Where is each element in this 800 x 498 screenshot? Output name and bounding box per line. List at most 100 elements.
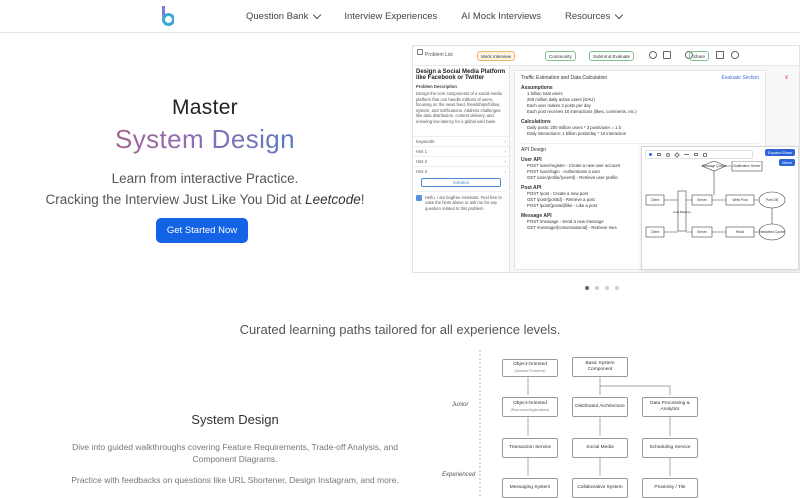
user-api-heading: User API — [521, 157, 542, 163]
clock-icon[interactable] — [649, 51, 657, 59]
select-tool-icon[interactable] — [649, 153, 652, 156]
nav-label: Resources — [564, 11, 611, 22]
share-button[interactable]: Share — [689, 51, 710, 61]
path-node-proximity[interactable]: Proximity / Tile — [642, 478, 698, 498]
node-label: Object-Oriented — [513, 401, 547, 406]
community-button[interactable]: Community — [545, 51, 576, 61]
list-item: GET /message/{conversationId} - Retrieve… — [527, 225, 617, 230]
node-sublabel: (Abstract Problems) — [514, 369, 546, 373]
circle-tool-icon[interactable] — [666, 152, 670, 157]
hero-sub2-suffix: ! — [360, 192, 365, 207]
nav-label: Interview Experiences — [344, 11, 438, 22]
row-label: Hint 1 — [416, 149, 427, 154]
doc-heading: Traffic Estimation and Data Calculation — [521, 75, 608, 81]
evaluate-section-link[interactable]: Evaluate Section — [721, 75, 759, 81]
path-node-oop-real-world[interactable]: Object-Oriented(Real-world Applications) — [502, 397, 558, 417]
list-item: GET /user/profile/{userId} - Retrieve us… — [527, 175, 618, 180]
list-item: Each post receives 10 interactions (like… — [527, 109, 637, 114]
hero-subtitle: Learn from interactive Practice. — [111, 171, 299, 186]
list-item: Each user makes 3 posts per day — [527, 103, 591, 108]
node-label: Load Balancer — [673, 210, 691, 214]
node-label: Server — [697, 230, 708, 234]
node-label: Server — [697, 198, 708, 202]
list-item: GET /post/{postId} - Retrieve a post — [527, 197, 595, 202]
close-icon[interactable]: x — [785, 75, 788, 81]
hint-1-row[interactable]: Hint 1 › — [413, 146, 509, 156]
carousel-dot[interactable] — [595, 286, 599, 290]
chevron-right-icon: › — [504, 159, 506, 164]
list-item: POST /post/{postId}/like - Like a post — [527, 203, 598, 208]
get-started-button[interactable]: Get Started Now — [156, 218, 248, 243]
hero-text: Master System Design Learn from interact… — [40, 96, 370, 207]
message-api-heading: Message API — [521, 213, 552, 219]
path-node-distributed[interactable]: Distributed Architecture — [572, 397, 628, 417]
avatar[interactable] — [731, 51, 739, 59]
learning-path-tree: Junior Experienced Object-Oriented(Abstr… — [440, 350, 800, 498]
bugfree-logo-icon[interactable] — [162, 6, 174, 26]
node-label: Write Post — [732, 198, 747, 202]
solution-button[interactable]: Solution — [421, 178, 501, 187]
line-tool-icon[interactable] — [684, 154, 689, 155]
menu-icon — [417, 49, 423, 55]
calculations-heading: Calculations — [521, 119, 551, 125]
problem-list-label: Problem List — [425, 52, 453, 58]
move-button[interactable]: Move — [779, 159, 795, 166]
list-item: POST /message - Send a new message — [527, 219, 604, 224]
hint-3-row[interactable]: Hint 3› — [413, 166, 509, 176]
submit-evaluate-button[interactable]: Submit & Evaluate — [589, 51, 635, 61]
rectangle-tool-icon[interactable] — [657, 153, 661, 156]
problem-panel: Design a Social Media Platform like Face… — [413, 66, 510, 272]
path-node-social-media[interactable]: Social Media — [572, 438, 628, 458]
row-label: Keywords — [416, 139, 435, 144]
product-preview: Problem List Mock Interview Community Su… — [412, 45, 800, 273]
node-label: Object-Oriented — [513, 362, 547, 367]
nav-label: Question Bank — [246, 11, 309, 22]
diamond-tool-icon[interactable] — [674, 151, 680, 158]
nav-label: AI Mock Interviews — [461, 11, 541, 22]
nav-resources[interactable]: Resources — [564, 10, 624, 22]
chevron-down-icon — [313, 10, 322, 20]
system-design-section: System Design Dive into guided walkthrou… — [70, 412, 400, 485]
nav-question-bank[interactable]: Question Bank — [246, 10, 322, 22]
chevron-right-icon: › — [504, 149, 506, 154]
preview-toolbar: Problem List Mock Interview Community Su… — [413, 46, 799, 66]
path-node-transaction[interactable]: Transaction Service — [502, 438, 558, 458]
hero-sub2-text: Cracking the Interview Just Like You Did… — [45, 192, 306, 207]
chevron-right-icon: › — [504, 169, 506, 174]
carousel-dot[interactable] — [605, 286, 609, 290]
path-node-scheduling[interactable]: Scheduling Service — [642, 438, 698, 458]
hero-title-line1: Master — [172, 96, 238, 119]
fullscreen-icon[interactable] — [716, 51, 724, 59]
node-label: Read — [736, 230, 744, 234]
post-api-heading: Post API — [521, 185, 542, 191]
diagram-canvas[interactable]: Expand Draw Move Message Queue Notificat… — [641, 146, 799, 270]
assumptions-heading: Assumptions — [521, 85, 553, 91]
tree-connectors — [479, 350, 671, 496]
api-design-heading: API Design — [521, 143, 759, 153]
carousel-dot[interactable] — [585, 286, 589, 290]
load-balancer-node — [677, 190, 687, 232]
image-tool-icon[interactable] — [703, 152, 707, 157]
carousel-dots — [585, 286, 619, 290]
path-node-basic-system[interactable]: Basic System Component — [572, 357, 628, 377]
expand-draw-button[interactable]: Expand Draw — [764, 149, 795, 156]
keywords-row[interactable]: Keywords› — [413, 136, 509, 146]
nav-ai-mock-interviews[interactable]: AI Mock Interviews — [461, 11, 541, 22]
path-node-collaborative[interactable]: Collaborative System — [572, 478, 628, 498]
mock-interview-button[interactable]: Mock Interview — [477, 51, 516, 61]
path-node-data-processing[interactable]: Data Processing & Analytics — [642, 397, 698, 417]
text-tool-icon[interactable] — [694, 153, 698, 156]
nav-interview-experiences[interactable]: Interview Experiences — [344, 11, 437, 22]
section-tagline: Curated learning paths tailored for all … — [239, 322, 561, 337]
path-node-messaging[interactable]: Messaging System — [502, 478, 558, 498]
hint-2-row[interactable]: Hint 2› — [413, 156, 509, 166]
hero-subtitle-2: Cracking the Interview Just Like You Did… — [40, 192, 370, 207]
list-item: 1 billion total users — [527, 91, 563, 96]
path-node-oop-abstract[interactable]: Object-Oriented (Abstract Problems) — [502, 359, 558, 377]
level-junior: Junior — [452, 402, 469, 408]
carousel-dot[interactable] — [615, 286, 619, 290]
problem-title: Design a Social Media Platform like Face… — [416, 69, 506, 81]
layout-icon[interactable] — [663, 51, 671, 59]
section-description-2: Practice with feedbacks on questions lik… — [71, 475, 399, 485]
problem-desc-label: Problem Description — [416, 84, 457, 89]
